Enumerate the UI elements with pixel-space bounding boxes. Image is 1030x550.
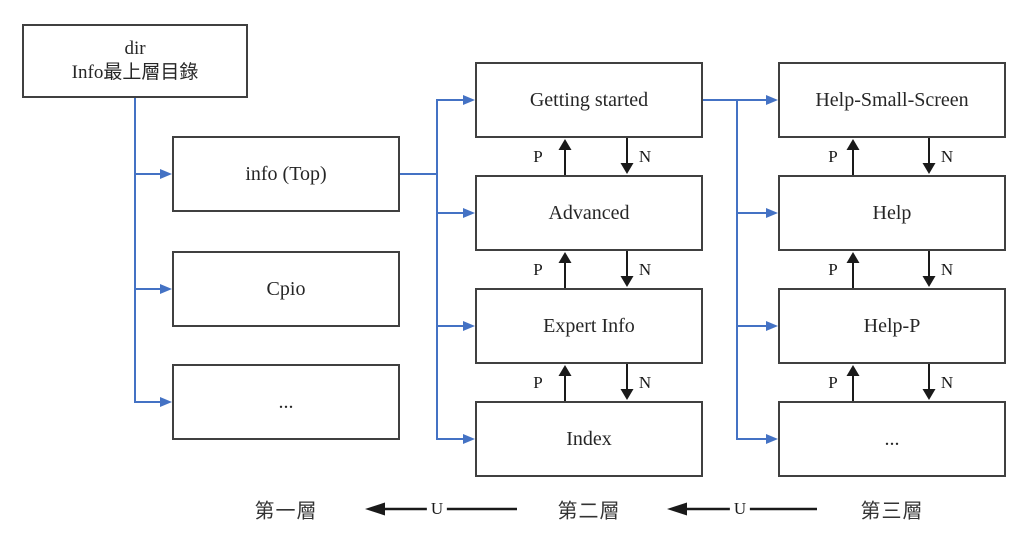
node-getting-started: Getting started — [475, 62, 703, 138]
next-label: N — [940, 373, 954, 392]
node-dir-line1: dir — [124, 38, 146, 60]
node-label: Advanced — [548, 201, 630, 224]
prev-next-arrows-level2 — [558, 138, 634, 401]
node-label: Help-P — [863, 314, 921, 337]
footer-label-level1: 第一層 — [254, 500, 318, 523]
node-label: Help — [872, 201, 912, 224]
node-label: Help-Small-Screen — [815, 88, 969, 111]
node-info-top: info (Top) — [172, 136, 400, 212]
node-expert-info: Expert Info — [475, 288, 703, 364]
node-label: ... — [884, 427, 900, 450]
footer-label-level3: 第三層 — [860, 500, 924, 523]
next-label: N — [638, 373, 652, 392]
prev-label: P — [828, 373, 838, 392]
next-label: N — [940, 147, 954, 166]
prev-label: P — [533, 260, 543, 279]
node-dir: dir Info最上層目錄 — [22, 24, 248, 98]
connector-gettingstarted-to-level3 — [703, 95, 778, 444]
node-advanced: Advanced — [475, 175, 703, 251]
node-label: Index — [566, 427, 612, 450]
prev-label: P — [828, 147, 838, 166]
node-label: ... — [278, 390, 294, 413]
node-help-p: Help-P — [778, 288, 1006, 364]
prev-next-arrows-level3 — [846, 138, 936, 401]
up-label: U — [426, 499, 448, 519]
node-label: info (Top) — [245, 162, 327, 185]
node-level3-ellipsis: ... — [778, 401, 1006, 477]
node-help-small-screen: Help-Small-Screen — [778, 62, 1006, 138]
node-index: Index — [475, 401, 703, 477]
prev-label: P — [533, 147, 543, 166]
up-label: U — [729, 499, 751, 519]
node-help: Help — [778, 175, 1006, 251]
footer-label-level2: 第二層 — [557, 500, 621, 523]
connector-infotop-to-level2 — [400, 95, 475, 444]
node-dir-line2: Info最上層目錄 — [71, 62, 199, 83]
node-level1-ellipsis: ... — [172, 364, 400, 440]
node-cpio: Cpio — [172, 251, 400, 327]
node-label: Getting started — [529, 88, 649, 111]
next-label: N — [940, 260, 954, 279]
connector-dir-to-level1 — [134, 96, 172, 407]
next-label: N — [638, 260, 652, 279]
prev-label: P — [828, 260, 838, 279]
prev-label: P — [533, 373, 543, 392]
node-label: Expert Info — [543, 314, 635, 337]
next-label: N — [638, 147, 652, 166]
node-label: Cpio — [266, 277, 306, 300]
